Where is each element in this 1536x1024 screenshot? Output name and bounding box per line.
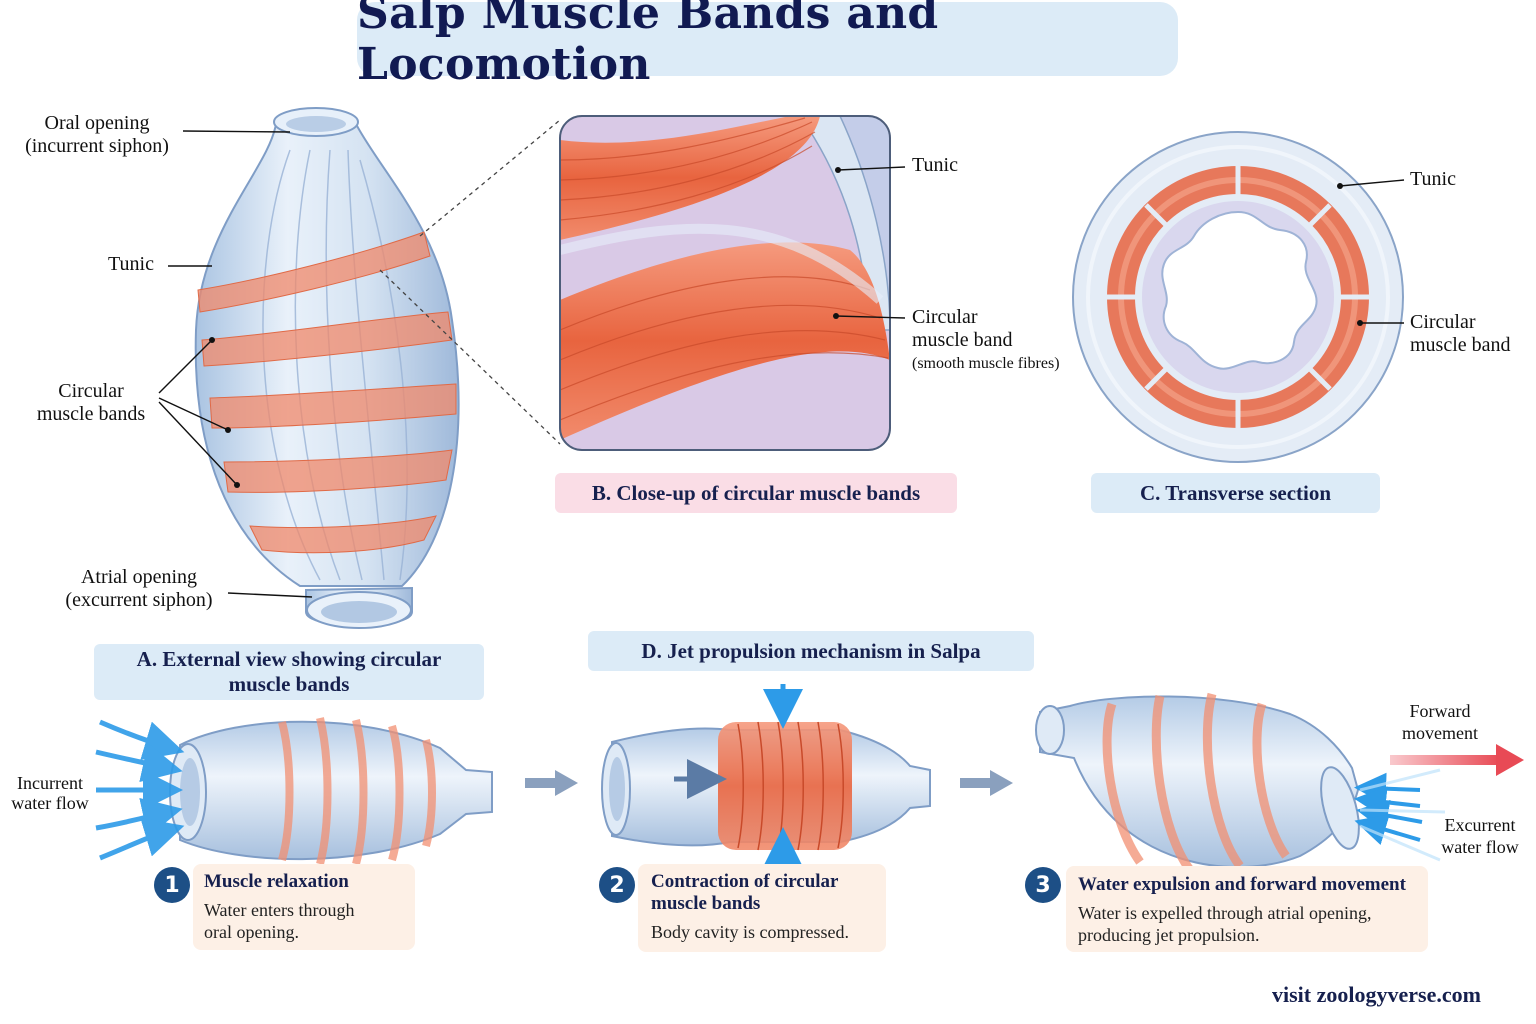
muscle-band-b-line1: Circular	[912, 306, 978, 328]
muscle-band-c-line2: muscle band	[1410, 334, 1511, 356]
forward-arrow-shaft	[1390, 755, 1500, 765]
step-2-number: 2	[599, 867, 635, 903]
caption-d: D. Jet propulsion mechanism in Salpa	[588, 631, 1034, 671]
panel-c-transverse-section	[1072, 131, 1405, 463]
forward-movement-label: Forward movement	[1392, 700, 1488, 744]
forward-arrow-head	[1496, 744, 1524, 776]
title-banner: Salp Muscle Bands and Locomotion	[357, 0, 1178, 90]
tunic-label-b: Tunic	[912, 154, 958, 176]
oral-opening-label: Oral opening (incurrent siphon)	[12, 112, 182, 158]
footer-link[interactable]: visit zoologyverse.com	[1272, 982, 1481, 1007]
muscle-band-c-line1: Circular	[1410, 311, 1476, 333]
step-1-box: Muscle relaxation Water enters through o…	[193, 864, 415, 950]
step-3-body-line1: Water is expelled through atrial opening…	[1078, 903, 1372, 923]
circular-muscle-band-label-c: Circular muscle band	[1410, 311, 1511, 357]
incurrent-label-line2: water flow	[11, 793, 89, 813]
forward-label-line1: Forward	[1409, 701, 1471, 721]
salp-relaxed-illustration	[95, 717, 493, 866]
step-1-body-line2: oral opening.	[204, 922, 299, 942]
step-2-body: Body cavity is compressed.	[651, 922, 849, 942]
salp-expulsion-illustration	[1035, 692, 1524, 873]
panel-b-closeup-illustration	[559, 115, 906, 451]
circular-muscle-band-label-b: Circular muscle band (smooth muscle fibr…	[912, 306, 1060, 375]
muscle-band-b-line2: muscle band	[912, 329, 1013, 351]
caption-c: C. Transverse section	[1091, 473, 1380, 513]
tunic-label-a: Tunic	[108, 253, 154, 275]
oral-opening-label-line2: (incurrent siphon)	[25, 135, 169, 157]
step-1-title: Muscle relaxation	[204, 871, 349, 892]
zoom-guide-lines	[379, 119, 561, 445]
stage-arrow-2	[960, 770, 1013, 796]
step-2-title-line1: Contraction of circular	[651, 871, 839, 892]
circular-muscle-bands-label-line1: Circular	[58, 380, 124, 402]
step-1-body: Water enters through oral opening.	[204, 899, 355, 943]
atrial-opening-label-line2: (excurrent siphon)	[65, 589, 213, 611]
incurrent-water-flow-label: Incurrent water flow	[4, 773, 96, 813]
step-1-body-line1: Water enters through	[204, 900, 355, 920]
stage-arrow-1	[525, 770, 578, 796]
atrial-opening-label-line1: Atrial opening	[80, 566, 198, 588]
step-2-title: Contraction of circular muscle bands	[651, 871, 839, 915]
incurrent-label-line1: Incurrent	[17, 773, 83, 793]
excurrent-water-flow-label: Excurrent water flow	[1432, 814, 1528, 858]
step-3-title: Water expulsion and forward movement	[1078, 874, 1406, 895]
step-3-number: 3	[1025, 867, 1061, 903]
circular-muscle-bands-label-line2: muscle bands	[36, 403, 146, 425]
step-2-title-line2: muscle bands	[651, 893, 761, 914]
step-3-body: Water is expelled through atrial opening…	[1078, 902, 1371, 946]
forward-label-line2: movement	[1402, 723, 1478, 743]
step-1-number: 1	[154, 867, 190, 903]
step-3-box: Water expulsion and forward movement Wat…	[1066, 866, 1428, 952]
step-2-box: Contraction of circular muscle bands Bod…	[638, 864, 886, 952]
circular-muscle-bands-label: Circular muscle bands	[26, 380, 156, 426]
excurrent-label-line1: Excurrent	[1444, 815, 1516, 835]
tunic-label-c: Tunic	[1410, 168, 1456, 190]
caption-b: B. Close-up of circular muscle bands	[555, 473, 957, 513]
caption-a-text: A. External view showing circular muscle…	[136, 647, 442, 696]
salp-contracted-illustration	[601, 684, 931, 867]
step-3-body-line2: producing jet propulsion.	[1078, 925, 1260, 945]
caption-a: A. External view showing circular muscle…	[94, 644, 484, 700]
oral-opening-label-line1: Oral opening	[44, 112, 150, 134]
excurrent-label-line2: water flow	[1441, 837, 1519, 857]
panel-a-salp-illustration	[158, 107, 460, 629]
muscle-band-b-line3: (smooth muscle fibres)	[912, 355, 1060, 372]
page-title: Salp Muscle Bands and Locomotion	[357, 0, 939, 90]
atrial-opening-label: Atrial opening (excurrent siphon)	[50, 566, 228, 612]
